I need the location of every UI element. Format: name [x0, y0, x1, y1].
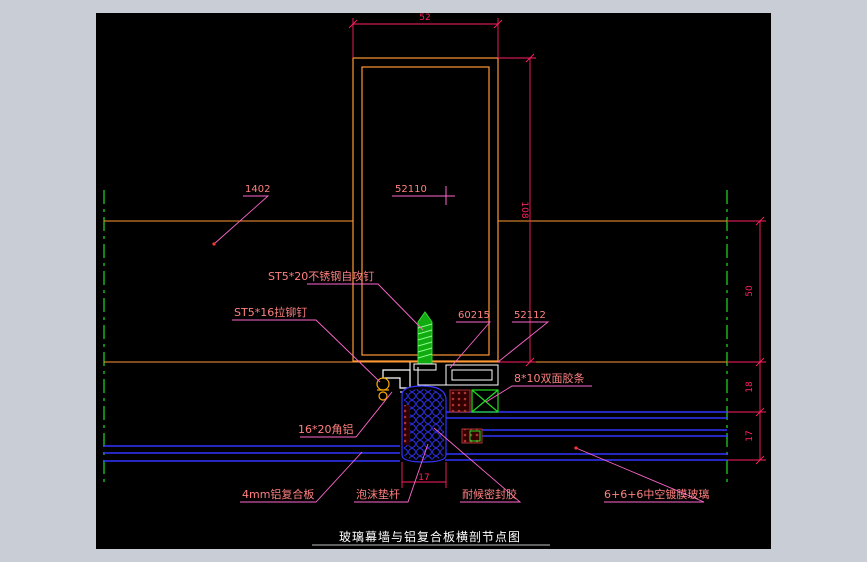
label-st5-20-screw: ST5*20不锈钢自攻钉 [268, 269, 374, 283]
leader-lines [213, 195, 705, 503]
angle-aluminum [376, 369, 411, 401]
dim-right-upper: 50 [745, 285, 755, 297]
label-foam-rod: 泡沫垫杆 [356, 487, 400, 501]
dim-right-mid: 18 [745, 381, 755, 393]
dimension-lines [348, 18, 766, 488]
label-composite-panel: 4mm铝复合板 [242, 487, 314, 501]
dim-bottom: 17 [418, 473, 429, 483]
label-angle-aluminum: 16*20角铝 [298, 422, 354, 436]
dim-mullion-depth: 108 [519, 201, 529, 218]
callout-labels: 1402 52110 ST5*20不锈钢自攻钉 ST5*16拉铆钉 60215 … [234, 184, 709, 501]
label-st5-16-rivet: ST5*16拉铆钉 [234, 305, 307, 319]
label-60215: 60215 [458, 310, 490, 321]
rivet-head [376, 377, 390, 391]
leader-markers [212, 242, 578, 450]
label-1402: 1402 [245, 184, 270, 195]
label-weather-sealant: 耐候密封胶 [462, 487, 517, 501]
mullion-center-mark [437, 186, 455, 205]
label-double-sided-tape: 8*10双面胶条 [514, 371, 585, 385]
panel-lines [104, 220, 727, 363]
pressure-plate-60215 [445, 364, 499, 386]
pressure-plate-inner [451, 369, 493, 381]
label-insulated-glass: 6+6+6中空镀膜玻璃 [604, 487, 709, 501]
drawing-title-block: 玻璃幕墙与铝复合板横剖节点图 [312, 529, 550, 546]
foam-rod [401, 385, 447, 463]
dim-right-lower: 17 [745, 430, 755, 441]
label-52110: 52110 [395, 184, 427, 195]
drawing-sheet[interactable]: 52 108 50 18 17 17 [96, 13, 771, 549]
sealant-blocks [449, 389, 483, 444]
self-tapping-screw [413, 311, 437, 371]
label-52112: 52112 [514, 310, 546, 321]
node-detail-drawing: 52 108 50 18 17 17 [103, 13, 766, 546]
dim-top-width: 52 [419, 13, 430, 23]
double-sided-tape [471, 389, 499, 413]
drawing-title: 玻璃幕墙与铝复合板横剖节点图 [339, 529, 521, 544]
dimension-texts: 52 108 50 18 17 17 [418, 13, 755, 483]
